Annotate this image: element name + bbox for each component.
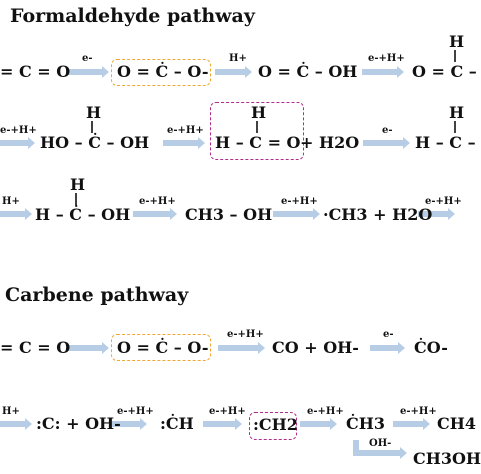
reaction-arrow xyxy=(418,208,455,220)
arrow-label: e-+H+ xyxy=(139,196,176,207)
reaction-arrow xyxy=(203,418,242,430)
methanol-product: CH3 – OH xyxy=(185,205,273,224)
arrow-label: e-+H+ xyxy=(307,406,344,417)
methanol-product: CH3OH xyxy=(413,449,481,468)
hydrogen-atom: H xyxy=(251,103,267,122)
highlight-box-magenta xyxy=(249,412,297,440)
hydrogen-atom: H xyxy=(70,175,86,194)
reaction-arrow xyxy=(163,137,205,149)
reaction-arrow xyxy=(273,208,320,220)
reaction-arrow xyxy=(300,418,337,430)
methanediol-radical: HO – Ċ – OH xyxy=(40,133,150,152)
reaction-arrow xyxy=(133,208,177,220)
methylidyne-radical: :ĊH xyxy=(160,414,194,433)
methylene-carbene: :CH2 xyxy=(253,415,298,434)
reaction-arrow xyxy=(363,137,410,149)
arrow-label: H+ xyxy=(229,53,247,64)
co2-radical-anion: O = Ċ – O- xyxy=(117,62,209,81)
arrow-label: e- xyxy=(82,53,93,64)
highlight-box-orange xyxy=(111,334,211,361)
hydroxymethyl-radical: H – Ċ – OH xyxy=(35,205,131,224)
arrow-label: e-+H+ xyxy=(425,196,462,207)
co2-radical-anion: O = Ċ – O- xyxy=(117,338,209,357)
co2-molecule: = C = O xyxy=(0,62,71,81)
elbow-arrow xyxy=(353,440,407,459)
arrow-label: e-+H+ xyxy=(0,125,37,136)
reaction-arrow xyxy=(67,342,109,354)
reaction-arrow xyxy=(215,66,252,78)
hydrogen-atom: H xyxy=(86,103,102,122)
reaction-arrow xyxy=(112,418,147,430)
reaction-arrow xyxy=(218,342,265,354)
reaction-arrow xyxy=(0,137,35,149)
formaldehyde-molecule: H – C = O xyxy=(215,133,301,152)
reaction-arrow xyxy=(393,418,430,430)
highlight-box-magenta xyxy=(210,102,304,160)
co2-molecule: = C = O xyxy=(0,338,71,357)
methyl-radical-water: ·CH3 + H2O xyxy=(323,205,433,224)
arrow-label: e-+H+ xyxy=(400,406,437,417)
arrow-label: e-+H+ xyxy=(209,406,246,417)
methyl-radical: ĊH3 xyxy=(346,414,385,433)
methane-product: CH4 xyxy=(437,414,476,433)
hydrogen-atom: H xyxy=(449,32,465,51)
arrow-label: H+ xyxy=(2,406,20,417)
hydrogen-atom: H xyxy=(449,103,465,122)
reaction-arrow xyxy=(67,66,109,78)
arrow-label: e-+H+ xyxy=(281,196,318,207)
arrow-label: e- xyxy=(383,329,394,340)
reaction-arrow xyxy=(370,342,405,354)
arrow-label: e-+H+ xyxy=(368,53,405,64)
arrow-label: e-+H+ xyxy=(167,125,204,136)
carbon-hydroxide: :C: + OH- xyxy=(36,414,121,433)
arrow-label: H+ xyxy=(2,196,20,207)
reaction-arrow xyxy=(0,418,32,430)
methoxy-partial: H – C – xyxy=(415,133,476,152)
water-product: + H2O xyxy=(300,133,360,152)
highlight-box-orange xyxy=(111,59,211,86)
arrow-label: e- xyxy=(382,125,393,136)
formaldehyde-pathway-heading: Formaldehyde pathway xyxy=(10,5,255,27)
co-radical-anion: ĊO- xyxy=(414,338,448,357)
reaction-arrow xyxy=(362,66,404,78)
hydroxide-label: OH- xyxy=(369,438,392,449)
carboxyl-radical: O = Ċ – OH xyxy=(258,62,358,81)
formic-acid-partial: O = C – xyxy=(412,62,477,81)
co-hydroxide: CO + OH- xyxy=(272,338,359,357)
carbene-pathway-heading: Carbene pathway xyxy=(5,284,189,306)
arrow-label: e-+H+ xyxy=(117,406,154,417)
arrow-label: e-+H+ xyxy=(227,329,264,340)
reaction-arrow xyxy=(0,208,32,220)
